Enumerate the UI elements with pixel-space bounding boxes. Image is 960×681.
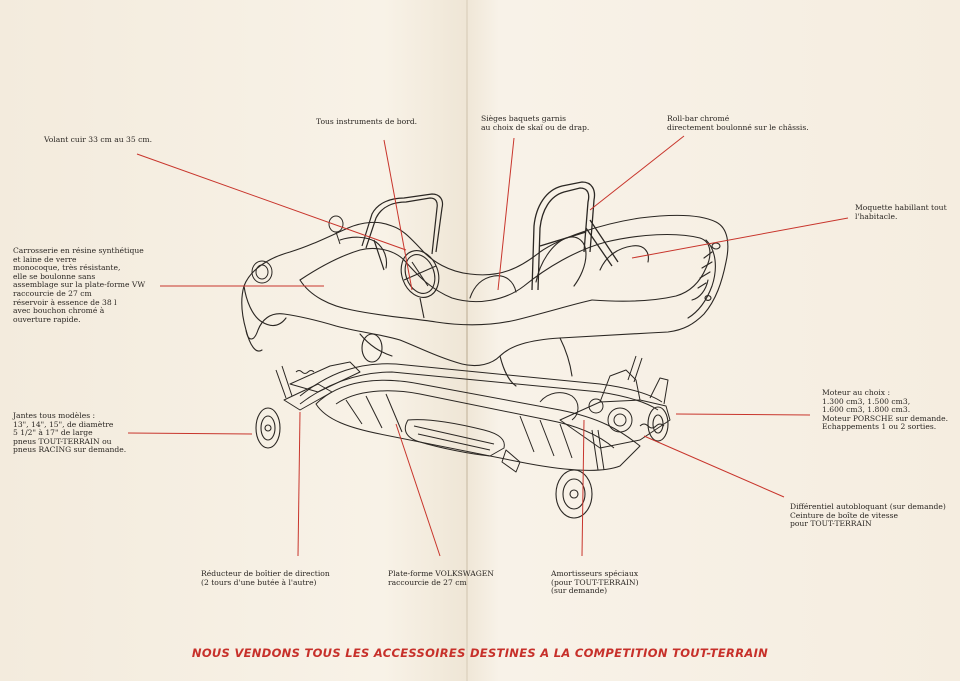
callout-line: Moteur au choix : (822, 388, 891, 397)
wheels (255, 333, 669, 519)
callout-reducteur: Réducteur de boîtier de direction(2 tour… (201, 569, 330, 587)
callout-line: Ceinture de boîte de vitesse (790, 510, 899, 520)
callout-line: Tous instruments de bord. (316, 117, 418, 126)
callout-line: Jantes tous modèles : (13, 411, 96, 420)
callout-line: pneus TOUT-TERRAIN ou (13, 436, 112, 446)
leader-instruments (383, 139, 413, 291)
roll-bar (531, 181, 619, 291)
callout-line: 5 1/2" à 17" de large (13, 428, 93, 438)
callout-line: Réducteur de boîtier de direction (201, 569, 330, 578)
leader-volant (136, 153, 407, 251)
callout-line: Moteur PORSCHE sur demande. (822, 413, 949, 423)
callout-line: raccourcie de 27 cm (13, 288, 92, 298)
mirror-lamps (251, 215, 344, 284)
callout-line: Echappements 1 ou 2 sorties. (822, 422, 937, 432)
body-shell (241, 214, 729, 387)
callout-line: monocoque, très résistante, (13, 263, 121, 273)
callout-line: Carrosserie en résine synthétique (13, 246, 144, 255)
callout-amortisseurs: Amortisseurs spéciaux(pour TOUT-TERRAIN)… (551, 569, 639, 596)
callout-volant: Volant cuir 33 cm au 35 cm. (44, 135, 153, 145)
callout-line: et laine de verre (13, 254, 77, 264)
competition-banner: NOUS VENDONS TOUS LES ACCESSOIRES DESTIN… (191, 646, 769, 660)
callout-line: Plate-forme VOLKSWAGEN (388, 569, 494, 578)
leader-moquette (631, 217, 849, 259)
front-bar (361, 193, 444, 271)
callout-line: pour TOUT-TERRAIN (790, 519, 872, 529)
callout-line: Sièges baquets garnis (481, 114, 567, 123)
callout-line: Volant cuir 33 cm au 35 cm. (44, 135, 153, 144)
callout-differentiel: Différentiel autobloquant (sur demande)C… (790, 502, 946, 529)
callout-line: au choix de skaï ou de drap. (481, 122, 590, 132)
callout-line: 1.600 cm3, 1.800 cm3. (822, 405, 911, 415)
callout-moteur: Moteur au choix :1.300 cm3, 1.500 cm3,1.… (822, 388, 949, 432)
callout-line: Roll-bar chromé (667, 114, 730, 123)
callout-line: réservoir à essence de 38 l (13, 297, 117, 307)
callout-line: Différentiel autobloquant (sur demande) (790, 502, 946, 511)
callout-line: (sur demande) (551, 586, 608, 596)
callout-line: elle se boulonne sans (13, 271, 96, 281)
callout-line: Moquette habillant tout (855, 203, 947, 212)
callout-line: 1.300 cm3, 1.500 cm3, (822, 396, 911, 406)
callout-line: l'habitacle. (855, 211, 898, 221)
leader-sieges (497, 137, 515, 291)
leader-jantes (127, 432, 253, 435)
leader-differentiel (643, 435, 785, 498)
callout-line: directement boulonné sur le châssis. (667, 122, 809, 132)
callout-line: avec bouchon chromé à (13, 306, 105, 316)
callout-line: pneus RACING sur demande. (13, 445, 127, 455)
callout-line: Amortisseurs spéciaux (551, 569, 639, 578)
callout-line: 13", 14", 15", de diamètre (13, 419, 114, 429)
callout-line: ouverture rapide. (13, 314, 81, 324)
leader-reducteur (297, 411, 301, 557)
chassis (275, 355, 671, 473)
leader-rollbar (589, 135, 685, 211)
leader-plateforme (395, 423, 441, 557)
leader-amortisseurs (581, 419, 585, 557)
callout-jantes: Jantes tous modèles :13", 14", 15", de d… (13, 411, 127, 455)
leader-lines (127, 135, 849, 557)
callout-line: (pour TOUT-TERRAIN) (551, 577, 639, 587)
callout-line: (2 tours d'une butée à l'autre) (201, 577, 317, 587)
callout-instruments: Tous instruments de bord. (316, 117, 418, 127)
steering-wheel (400, 250, 440, 319)
leader-moteur (675, 413, 811, 416)
callout-line: raccourcie de 27 cm (388, 577, 467, 587)
callout-line: assemblage sur la plate-forme VW (13, 280, 146, 290)
page-fold (466, 0, 468, 681)
